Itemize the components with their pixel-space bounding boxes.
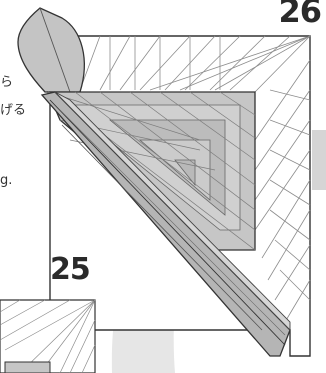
step-number-25: 25 xyxy=(50,252,90,287)
cropped-english-text: g. xyxy=(0,174,12,187)
step-25-diagram xyxy=(0,300,95,373)
folded-flap-top xyxy=(18,8,84,92)
cropped-japanese-text-2: げる xyxy=(0,104,26,117)
step-number-26: 26 xyxy=(278,0,321,30)
cropped-japanese-text-1: ら xyxy=(0,76,13,89)
right-edge-bar xyxy=(312,130,326,190)
